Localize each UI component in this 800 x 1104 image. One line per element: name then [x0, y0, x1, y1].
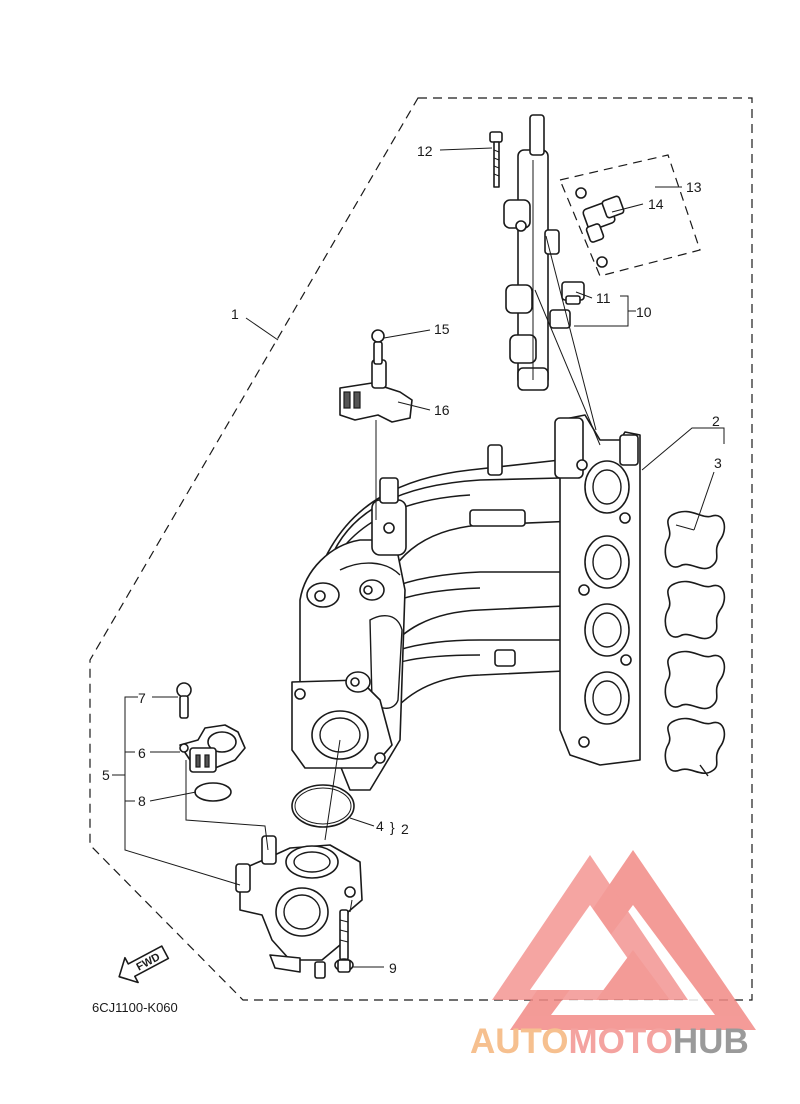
assembly-boundary — [89, 97, 753, 1001]
callout-10: 10 — [636, 304, 652, 320]
throttle-body — [235, 835, 363, 979]
callout-11: 11 — [596, 290, 611, 306]
forward-arrow-icon: FWD — [118, 945, 170, 984]
callout-3: 3 — [714, 455, 722, 471]
callout-7: 7 — [138, 690, 146, 706]
watermark-logo-icon — [492, 850, 756, 1030]
fuel-rail — [503, 114, 571, 391]
gasket-3 — [664, 510, 726, 777]
fwd-label: FWD — [134, 951, 162, 973]
callout-2: 2 — [712, 413, 720, 429]
sensor-16 — [339, 359, 413, 423]
watermark-hub: HUB — [673, 1022, 749, 1061]
o-ring-8 — [194, 782, 232, 802]
injector-kit-boundary — [559, 154, 701, 277]
callout-1: 1 — [231, 306, 239, 322]
sensor-6 — [179, 724, 246, 773]
injector-14 — [575, 187, 625, 268]
callout-14: 14 — [648, 196, 664, 212]
callout-15: 15 — [434, 321, 450, 337]
bolt-12 — [489, 131, 503, 188]
leader-lines — [112, 147, 725, 968]
callout-6: 6 — [138, 745, 146, 761]
screw-7 — [176, 682, 192, 719]
bracket-4-2: } — [390, 819, 395, 835]
callout-8: 8 — [138, 793, 146, 809]
bolt-9 — [334, 909, 354, 973]
callout-16: 16 — [434, 402, 450, 418]
manifold-flange — [554, 414, 641, 766]
screw-15 — [371, 329, 385, 365]
intake-manifold — [291, 444, 601, 791]
watermark-auto: AUTO — [470, 1022, 569, 1061]
drawing-code: 6CJ1100-K060 — [92, 1000, 178, 1015]
clip-11 — [561, 281, 585, 305]
watermark-text: AUTOMOTOHUB — [470, 1022, 749, 1061]
callout-4-group-2: 2 — [401, 821, 409, 837]
callout-12: 12 — [417, 143, 433, 159]
callout-4: 4 — [376, 818, 384, 834]
callout-5: 5 — [102, 767, 110, 783]
o-ring-4 — [291, 784, 355, 828]
callout-13: 13 — [686, 179, 702, 195]
watermark-moto: MOTO — [569, 1022, 673, 1061]
callout-9: 9 — [389, 960, 397, 976]
